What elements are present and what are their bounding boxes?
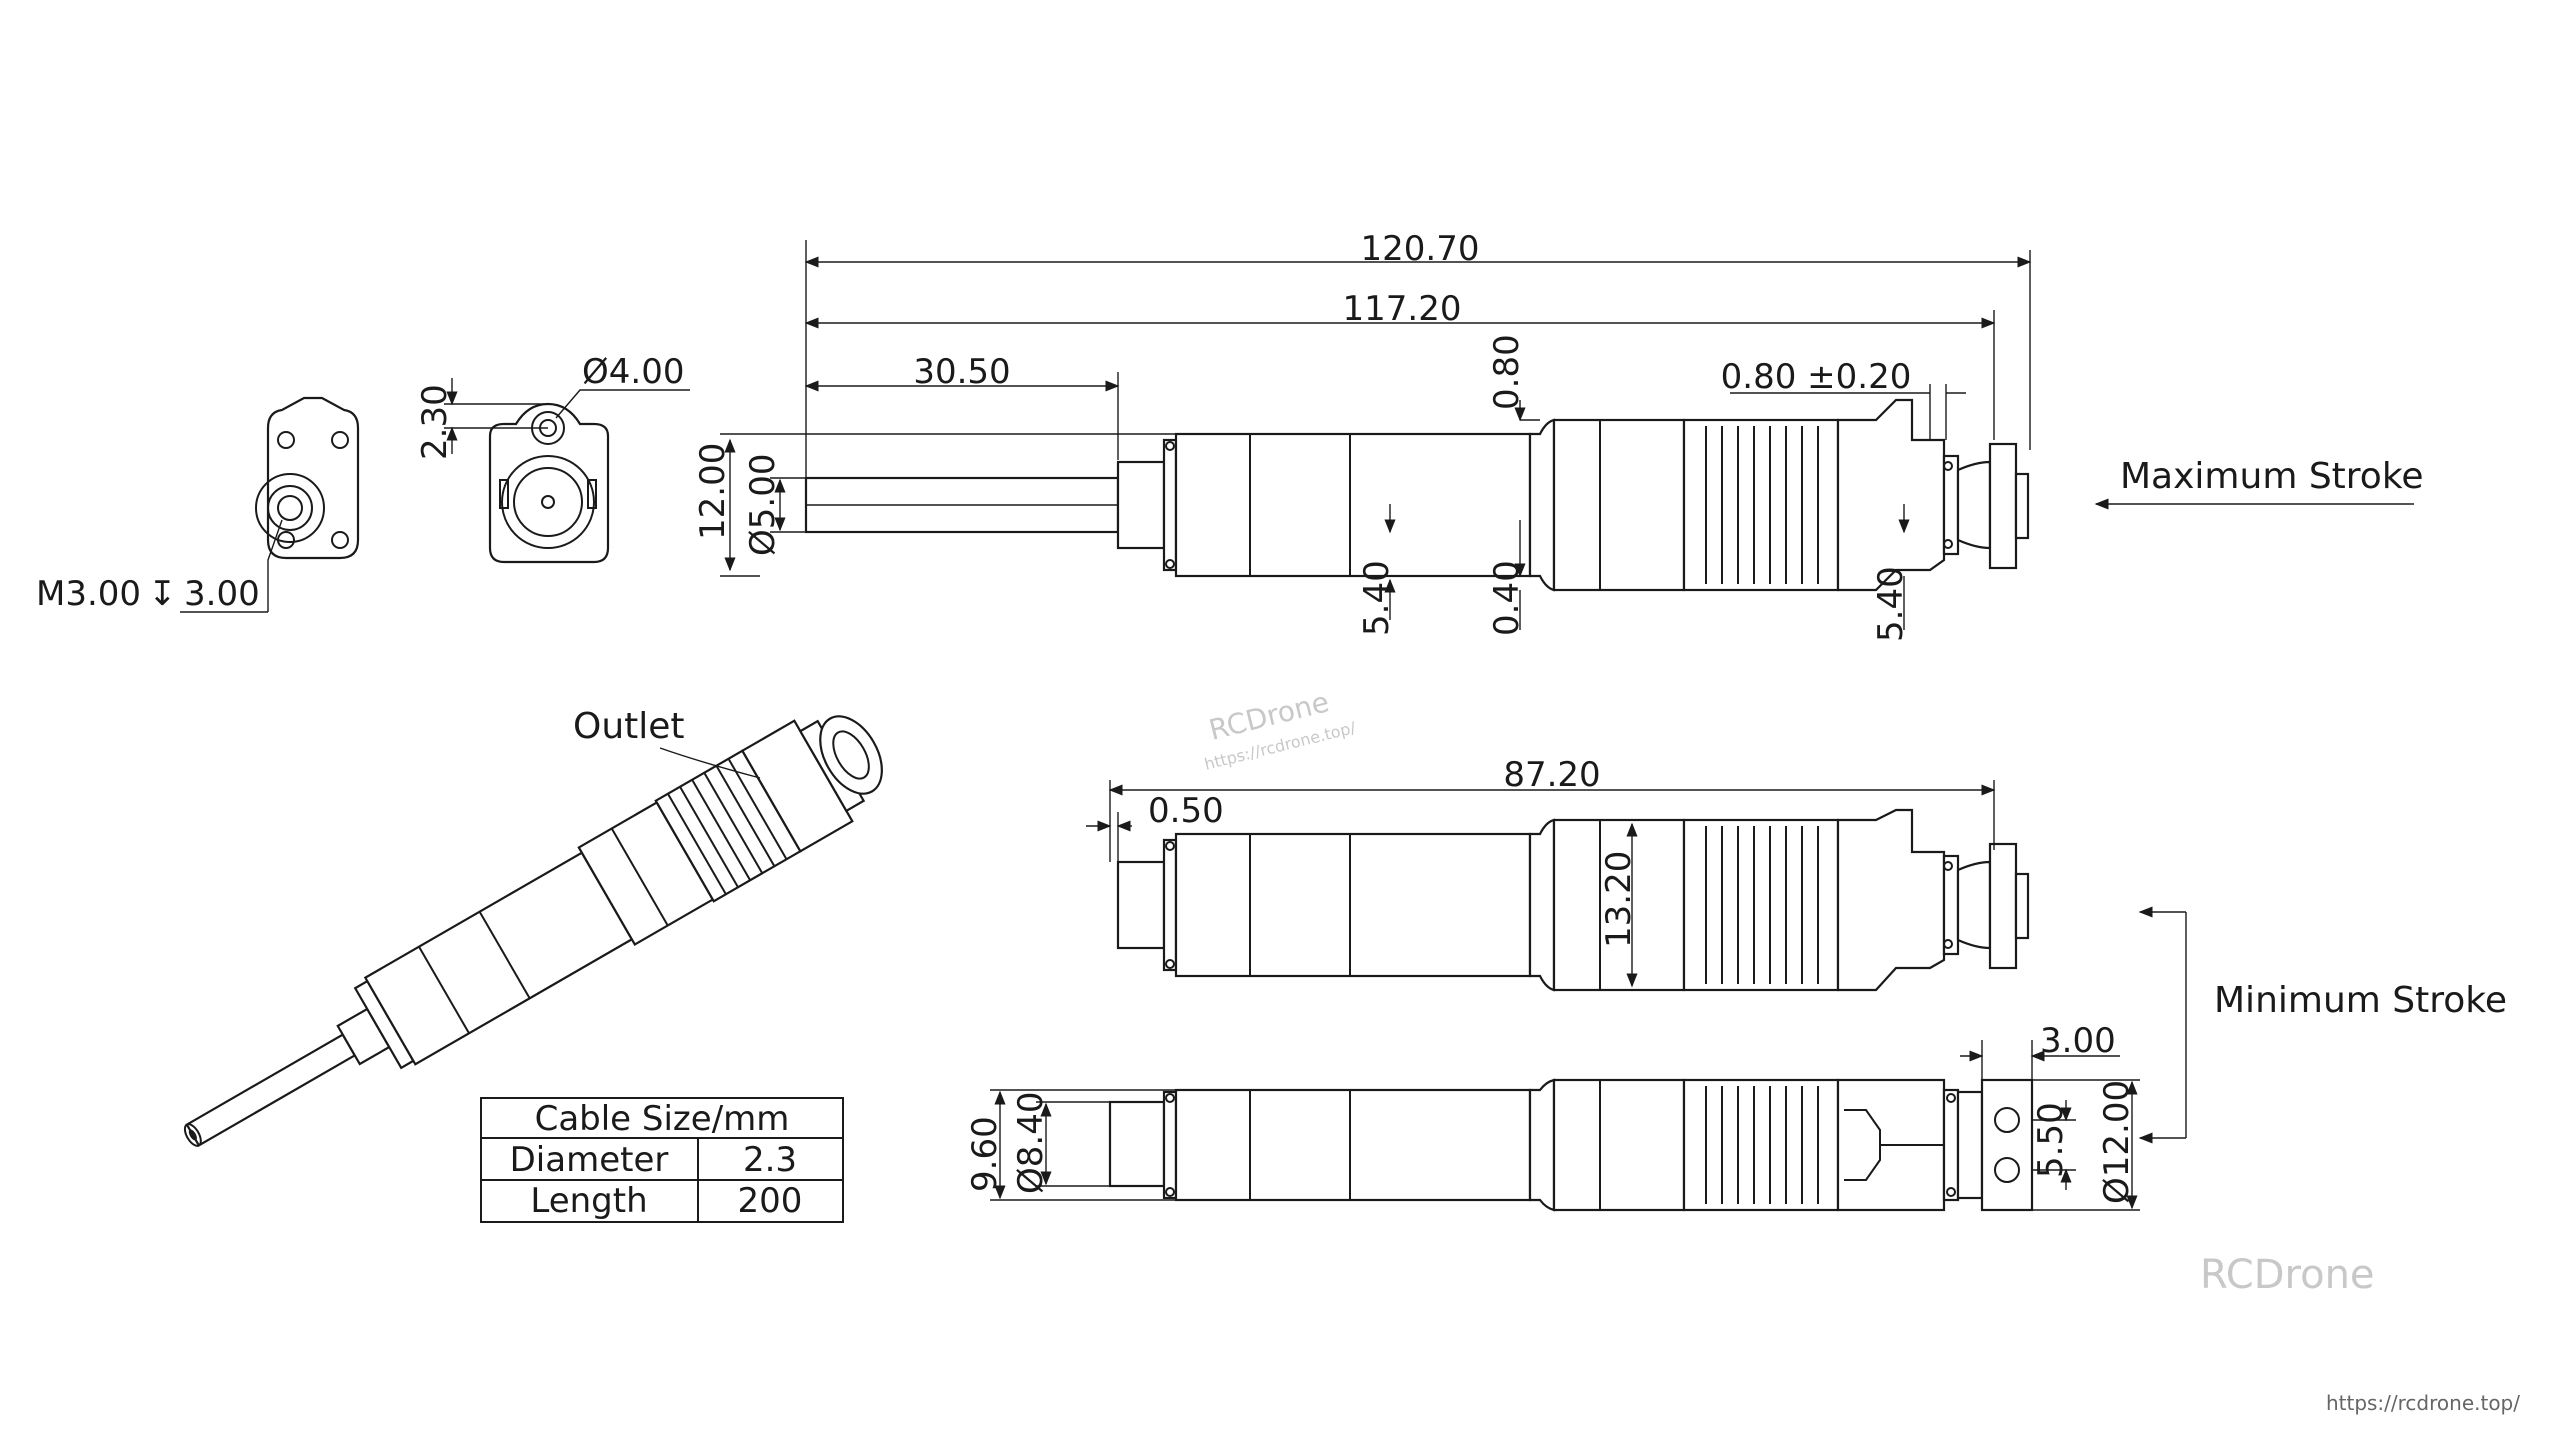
outlet-leader [659, 747, 761, 779]
actuator-min-stroke-top [1086, 780, 2030, 992]
cable-table [480, 1097, 844, 1223]
actuator-max-stroke [720, 240, 2414, 630]
end-view-front [444, 378, 690, 564]
end-view-rear [180, 396, 360, 613]
actuator-min-stroke-side [990, 1040, 2140, 1212]
actuator-isometric [183, 715, 883, 1147]
min-stroke-bracket [2138, 906, 2187, 1144]
